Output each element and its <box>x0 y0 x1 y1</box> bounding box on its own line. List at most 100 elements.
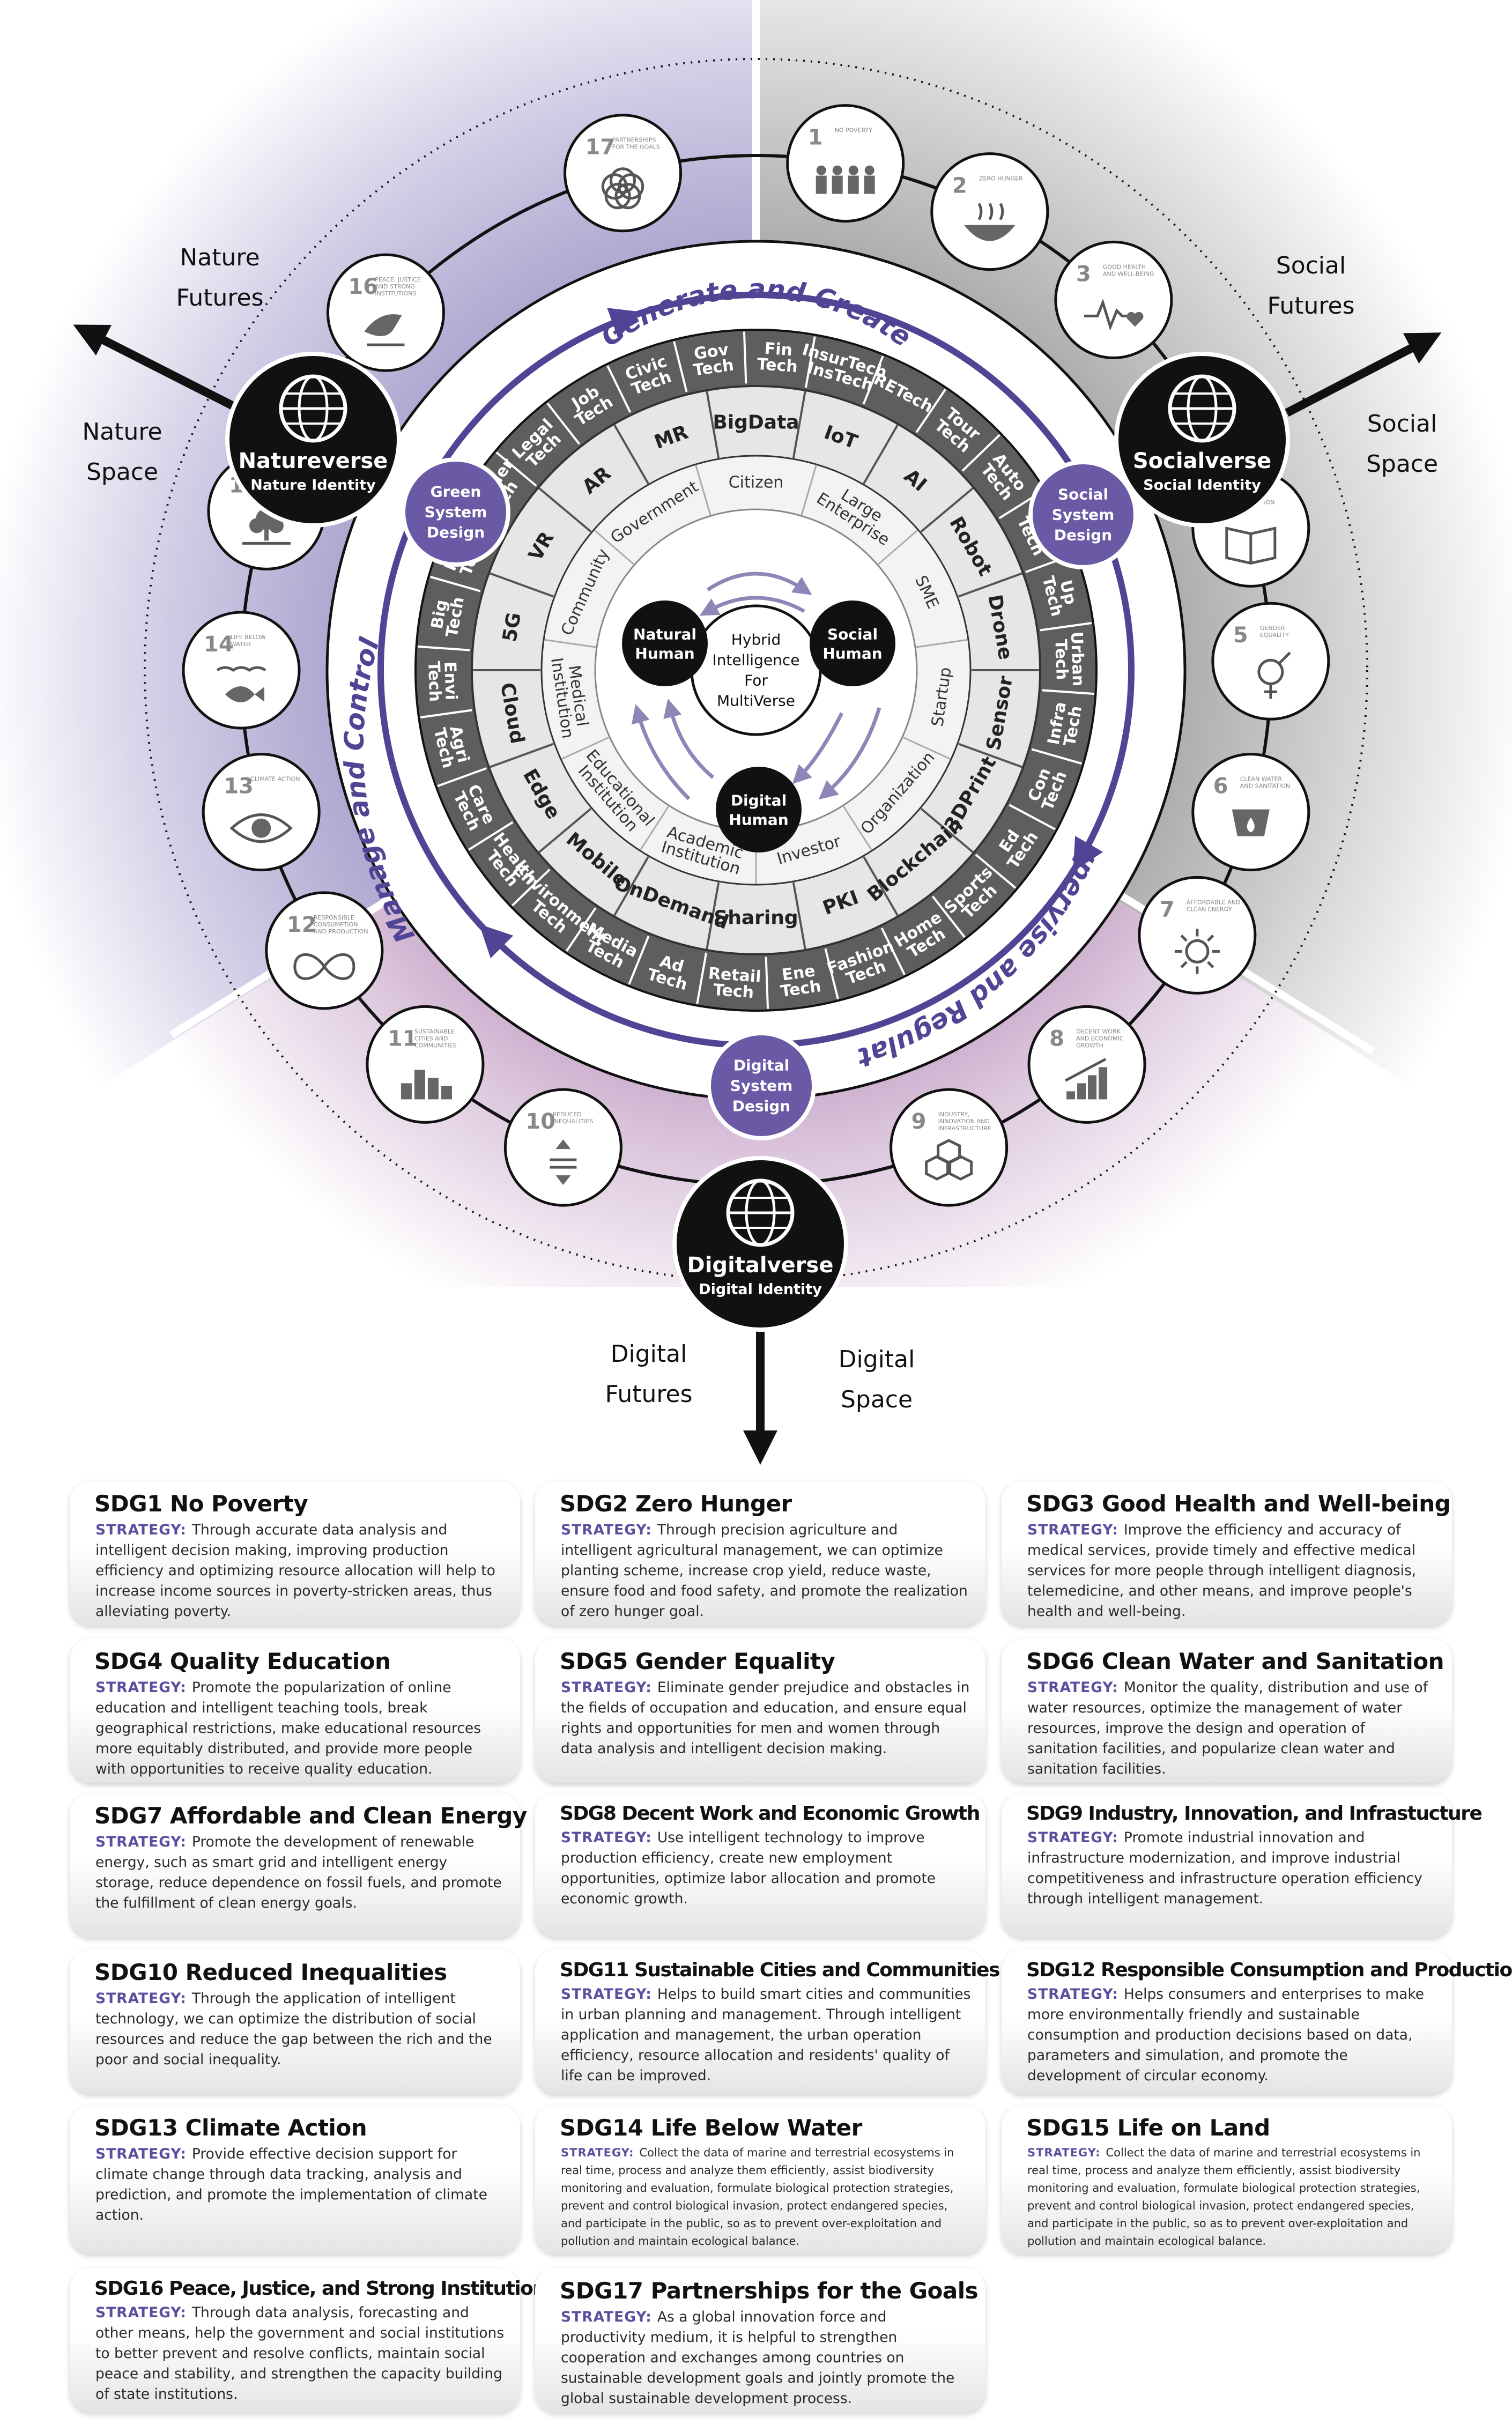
design-node-label: System <box>1052 506 1115 524</box>
technology-divider <box>538 807 592 853</box>
sdg-card-text: Through the application of intelligent t… <box>95 1990 492 2068</box>
sdg-card-title: SDG12 Responsible Consumption and Produc… <box>1026 1959 1512 1981</box>
technology-label: BigData <box>713 412 799 434</box>
fish-icon <box>216 666 266 702</box>
sdg-card-body: STRATEGY:Helps consumers and enterprises… <box>1027 1984 1438 2086</box>
design-node <box>707 1031 816 1140</box>
human-cycle-arrow <box>663 699 715 779</box>
sector-divider <box>429 575 481 592</box>
sdg-card-text: As a global innovation force and product… <box>561 2309 955 2407</box>
sdg-icon-number: 13 <box>224 774 254 799</box>
sdg-icon-number: 12 <box>287 913 317 937</box>
sdg-card-text: Use intelligent technology to improve pr… <box>561 1829 936 1907</box>
sdg-card-title: SDG10 Reduced Inequalities <box>94 1959 447 1985</box>
human-node-label: Digital <box>731 792 787 810</box>
sun-icon <box>1174 929 1220 974</box>
digital-space-label-1: Digital <box>839 1346 915 1373</box>
sdg-card-text: Helps to build smart cities and communit… <box>561 1986 971 2084</box>
sector-divider <box>1031 748 1083 765</box>
human-node <box>810 600 895 686</box>
sdg-card-text: Collect the data of marine and terrestri… <box>1027 2146 1421 2248</box>
human-cycle-arrow <box>699 596 805 616</box>
sdg-card-text: Improve the efficiency and accuracy of m… <box>1027 1522 1417 1620</box>
design-node-label: Digital <box>733 1057 789 1074</box>
design-node <box>401 457 510 567</box>
sdg-card-body: STRATEGY:As a global innovation force an… <box>561 2307 972 2409</box>
social-space-label-1: Social <box>1367 410 1437 438</box>
sector-divider <box>468 821 514 851</box>
human-node-label: Human <box>729 811 788 829</box>
strategy-label: STRATEGY: <box>95 1679 187 1696</box>
verse-name: Natureverse <box>239 449 388 473</box>
hybrid-intelligence-label: Intelligence <box>713 651 800 669</box>
strategy-label: STRATEGY: <box>1027 1679 1118 1696</box>
sdg-icon-label: ZERO HUNGER <box>979 175 1023 182</box>
cycle-arrow <box>479 924 599 1013</box>
tech-sector-label: InfraTech <box>1044 700 1086 749</box>
stakeholder-divider <box>903 737 951 760</box>
sdg-card-text: Monitor the quality, distribution and us… <box>1027 1679 1428 1777</box>
sector-divider <box>880 927 906 975</box>
human-cycle-arrow <box>818 707 881 800</box>
digital-futures-label-1: Digital <box>611 1340 687 1368</box>
family-icon <box>816 165 875 194</box>
core-hybrid-intelligence: HybridIntelligenceForMultiVerseNaturalHu… <box>622 572 895 852</box>
sector-divider <box>418 645 470 651</box>
strategy-label: STRATEGY: <box>95 1834 187 1850</box>
nature-space-label-1: Nature <box>82 418 162 446</box>
cycle-arrow <box>1073 735 1129 872</box>
sdg-icon-number: 5 <box>1233 623 1248 648</box>
sdg-card-title: SDG4 Quality Education <box>94 1648 391 1674</box>
design-node-label: Social <box>1058 486 1108 503</box>
cubes-icon <box>925 1139 973 1181</box>
globe-icon <box>726 1178 795 1247</box>
strategy-label: STRATEGY: <box>561 2309 652 2325</box>
outer-dotted-boundary <box>144 58 1368 1282</box>
design-node-label: Design <box>1054 527 1112 544</box>
strategy-label: STRATEGY: <box>561 1829 652 1846</box>
sdg-card-title: SDG13 Climate Action <box>94 2115 367 2141</box>
human-cycle-arrow <box>707 572 812 595</box>
sdg-card-text: Provide effective decision support for c… <box>95 2146 487 2223</box>
sdg-card-text: Eliminate gender prejudice and obstacles… <box>561 1679 970 1757</box>
sector-divider <box>437 767 487 788</box>
sdg-card-body: STRATEGY:Monitor the quality, distributi… <box>1027 1678 1438 1779</box>
sdg-card-body: STRATEGY:Collect the data of marine and … <box>561 2144 972 2250</box>
bowl-icon <box>963 203 1016 241</box>
human-cycle-arrow <box>792 712 844 784</box>
strategy-label: STRATEGY: <box>561 1679 652 1696</box>
design-node <box>1028 460 1138 569</box>
human-cycle-arrow <box>631 704 691 800</box>
sdg-card-body: STRATEGY:Through the application of inte… <box>95 1989 506 2070</box>
social-futures-label-1: Social <box>1276 252 1346 279</box>
design-node-label: Design <box>732 1098 790 1115</box>
sdg-card-body: STRATEGY:Promote the popularization of o… <box>95 1678 506 1779</box>
technology-divider <box>792 882 806 950</box>
sdg-card-body: STRATEGY:Provide effective decision supp… <box>95 2144 506 2226</box>
sdg-card-body: STRATEGY:Promote the development of rene… <box>95 1832 506 1914</box>
sdg-card-title: SDG17 Partnerships for the Goals <box>560 2278 979 2304</box>
stakeholder-label: Citizen <box>729 473 784 492</box>
sdg-card-text: Promote the development of renewable ene… <box>95 1834 502 1911</box>
sdg-card-text: Through precision agriculture and intell… <box>561 1522 968 1620</box>
